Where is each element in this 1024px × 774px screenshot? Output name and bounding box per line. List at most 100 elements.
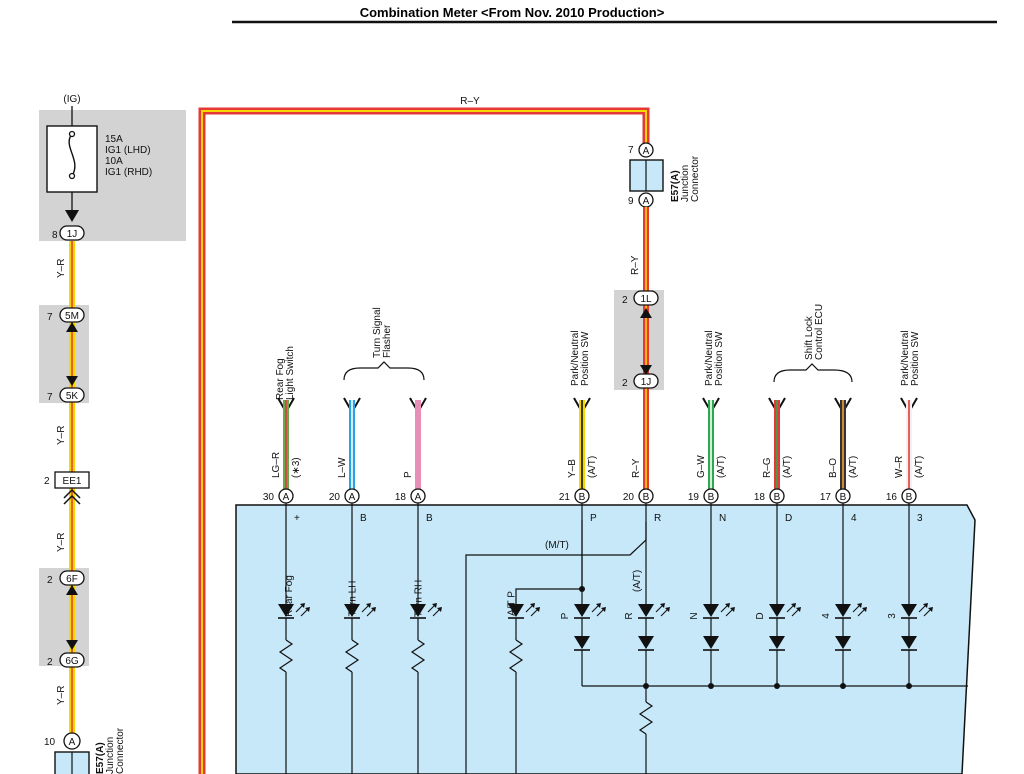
bottom-connector-label: Junction xyxy=(105,737,116,774)
wire-color-label: LG–R xyxy=(271,452,282,478)
pin-internal-label: + xyxy=(294,513,300,524)
pin-number: 7 xyxy=(628,145,634,156)
ig-label: (IG) xyxy=(63,94,80,105)
pin-internal-label: N xyxy=(719,513,726,524)
pin-number: 17 xyxy=(820,492,832,503)
lamp-p: P xyxy=(560,520,606,686)
wire-note: (A/T) xyxy=(782,456,793,478)
fuse-rating-2: 10A xyxy=(105,156,123,167)
lamp-label: 3 xyxy=(887,613,898,619)
park-neutral-sw-label: Park/Neutral xyxy=(704,330,715,386)
pin-number: 10 xyxy=(44,737,56,748)
pin-number: 2 xyxy=(622,378,628,389)
connector-1J: 1J xyxy=(67,229,78,240)
mt-label: (M/T) xyxy=(545,540,569,551)
shift-lock-ecu-label: Control ECU xyxy=(814,304,825,360)
pin-connector-id: B xyxy=(774,492,781,503)
junction-label: Connector xyxy=(690,155,701,202)
indicator-lamps: Rear Fog Turn LH Turn RH A/T P P R N D 4 3 xyxy=(278,520,933,774)
fuse-name-2: IG1 (RHD) xyxy=(105,167,152,178)
junction-id: E57(A) xyxy=(670,170,681,202)
pin-number: 9 xyxy=(628,196,634,207)
pin-number: 2 xyxy=(622,295,628,306)
pin-number: 16 xyxy=(886,492,898,503)
wire-label: R–Y xyxy=(630,255,641,275)
rear-fog-switch-label: Light Switch xyxy=(285,346,296,400)
component-labels: Rear Fog Light Switch Turn Signal Flashe… xyxy=(275,304,921,400)
wire-label: Y–R xyxy=(56,426,67,445)
fuse-symbol xyxy=(46,125,98,193)
pin-connector-id: A xyxy=(349,492,356,503)
fuse-rating-1: 15A xyxy=(105,134,123,145)
wire-note: (∗3) xyxy=(291,457,302,478)
lamp-label: R xyxy=(624,612,635,619)
connector-6F: 6F xyxy=(66,574,78,585)
connector-5K: 5K xyxy=(66,391,79,402)
park-neutral-sw-label: Position SW xyxy=(580,331,591,386)
pin-connector-id: B xyxy=(906,492,913,503)
connector-5M: 5M xyxy=(65,311,79,322)
lamp-label: D xyxy=(755,612,766,619)
wire-color-label: L–W xyxy=(337,457,348,478)
pin-internal-label: B xyxy=(360,513,367,524)
pin-20-A: L–W 20 AB xyxy=(329,397,367,524)
pin-number: 20 xyxy=(623,492,635,503)
pin-label: A xyxy=(643,196,650,207)
lamp-label: Rear Fog xyxy=(284,575,295,617)
wire-color-label: P xyxy=(403,471,414,478)
lamp-label: A/T P xyxy=(507,591,518,616)
wire-color-label: R–Y xyxy=(631,458,642,478)
pin-number: 8 xyxy=(52,230,58,241)
pin-number: 7 xyxy=(47,392,53,403)
pin-number: 2 xyxy=(47,575,53,586)
junction-label: Junction xyxy=(680,165,691,202)
park-neutral-sw-label: Park/Neutral xyxy=(570,330,581,386)
at-label: (A/T) xyxy=(632,570,643,592)
connector-A: A xyxy=(69,737,76,748)
pin-number: 21 xyxy=(559,492,571,503)
lamp-d: D xyxy=(755,520,801,686)
pin-connector-id: B xyxy=(708,492,715,503)
bottom-connector-id: E57(A) xyxy=(95,742,106,774)
left-harness: (IG) 15A IG1 (LHD) 10A IG1 (RHD) 8 1J Y–… xyxy=(39,94,186,774)
pin-18-A: P 18 AB xyxy=(395,397,433,524)
lamp-label: 4 xyxy=(821,613,832,619)
wire-color-label: B–O xyxy=(828,458,839,478)
park-neutral-sw-label: Park/Neutral xyxy=(900,330,911,386)
pin-number: 20 xyxy=(329,492,341,503)
lamp-n: N xyxy=(689,520,735,686)
lamp-turn-rh: Turn RH xyxy=(410,520,442,774)
pin-number: 19 xyxy=(688,492,700,503)
pin-internal-label: P xyxy=(590,513,597,524)
pin-number: 2 xyxy=(44,476,50,487)
pin-number: 30 xyxy=(263,492,275,503)
lamp-turn-lh: Turn LH xyxy=(344,520,376,774)
wire-note: (A/T) xyxy=(716,456,727,478)
pin-internal-label: B xyxy=(426,513,433,524)
lamp-label: N xyxy=(689,612,700,619)
pin-connector-id: B xyxy=(579,492,586,503)
wire-note: (A/T) xyxy=(587,456,598,478)
junction-connector: 7 A 9 A E57(A) Junction Connector R–Y 2 … xyxy=(614,142,701,490)
pin-number: 7 xyxy=(47,312,53,323)
pin-number: 18 xyxy=(754,492,766,503)
top-wire-label: R–Y xyxy=(460,96,480,107)
pin-number: 2 xyxy=(47,657,53,668)
turn-flasher-label: Flasher xyxy=(382,324,393,358)
park-neutral-sw-label: Position SW xyxy=(910,331,921,386)
wire-label: Y–R xyxy=(56,259,67,278)
lamp-a-t-p: A/T P xyxy=(507,591,540,774)
pin-internal-label: D xyxy=(785,513,792,524)
pin-number: 18 xyxy=(395,492,407,503)
pin-label: A xyxy=(643,146,650,157)
lamp-r: R xyxy=(624,520,670,686)
pin-connector-id: A xyxy=(415,492,422,503)
shift-lock-ecu-label: Shift Lock xyxy=(804,315,815,360)
